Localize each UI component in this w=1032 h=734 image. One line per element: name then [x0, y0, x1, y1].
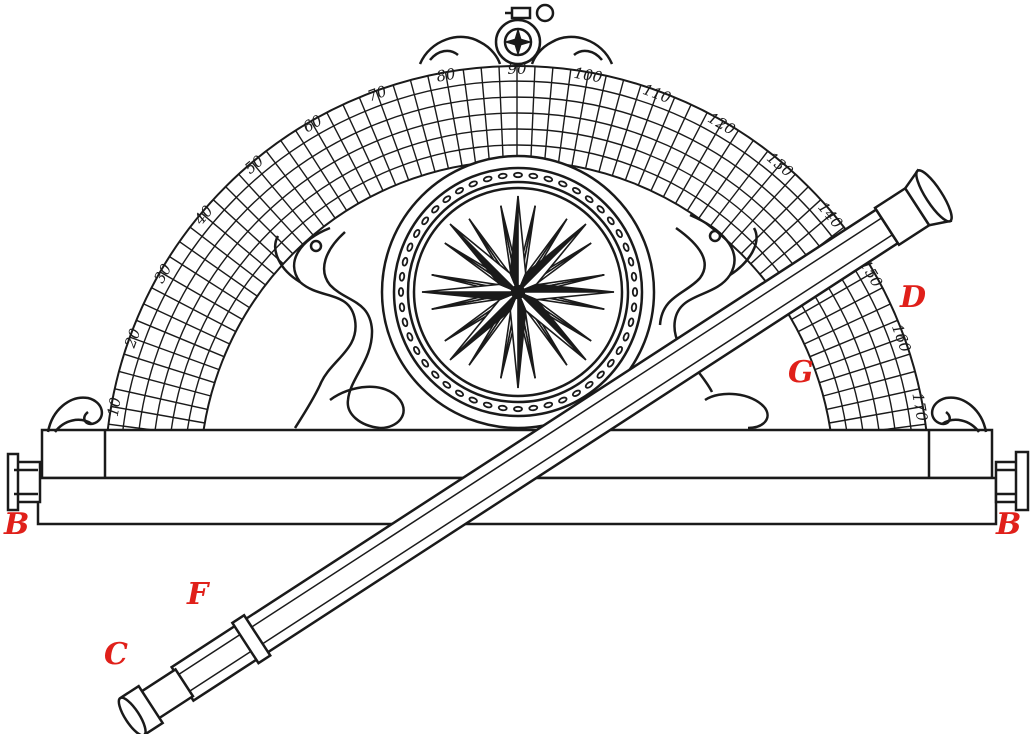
label-g: G: [788, 355, 814, 390]
right-scroll-ornament: [930, 396, 988, 433]
scale-number: 70: [365, 82, 390, 106]
compass-rose: [380, 154, 656, 430]
label-b-left: B: [4, 507, 30, 542]
scale-number: 50: [241, 151, 268, 177]
graduated-arc: [104, 65, 930, 479]
compass-star-points: [421, 195, 615, 389]
label-f: F: [187, 577, 209, 612]
label-c: C: [104, 637, 128, 672]
scale-number: 10: [104, 396, 125, 418]
telescope-band-f: [230, 613, 272, 665]
scale-number: 100: [572, 64, 604, 87]
crest-ornament: [418, 3, 614, 66]
scale-number: 140: [814, 198, 846, 232]
left-dolphin-ornament: [274, 226, 405, 430]
right-sight-tube: [994, 450, 1030, 512]
label-d: D: [900, 280, 927, 315]
scale-number: 80: [435, 65, 457, 86]
scale-number: 20: [121, 326, 145, 351]
scale-number: 130: [763, 149, 797, 181]
telescope: [117, 168, 953, 734]
scale-number: 170: [908, 391, 931, 423]
label-b-right: B: [996, 507, 1022, 542]
scale-number: 40: [190, 202, 217, 229]
left-scroll-ornament: [46, 396, 104, 433]
scale-number: 160: [888, 322, 915, 355]
compass-bead-ring: [397, 171, 639, 413]
arc-ticks: [105, 66, 929, 479]
left-sight-tube: [6, 452, 42, 512]
